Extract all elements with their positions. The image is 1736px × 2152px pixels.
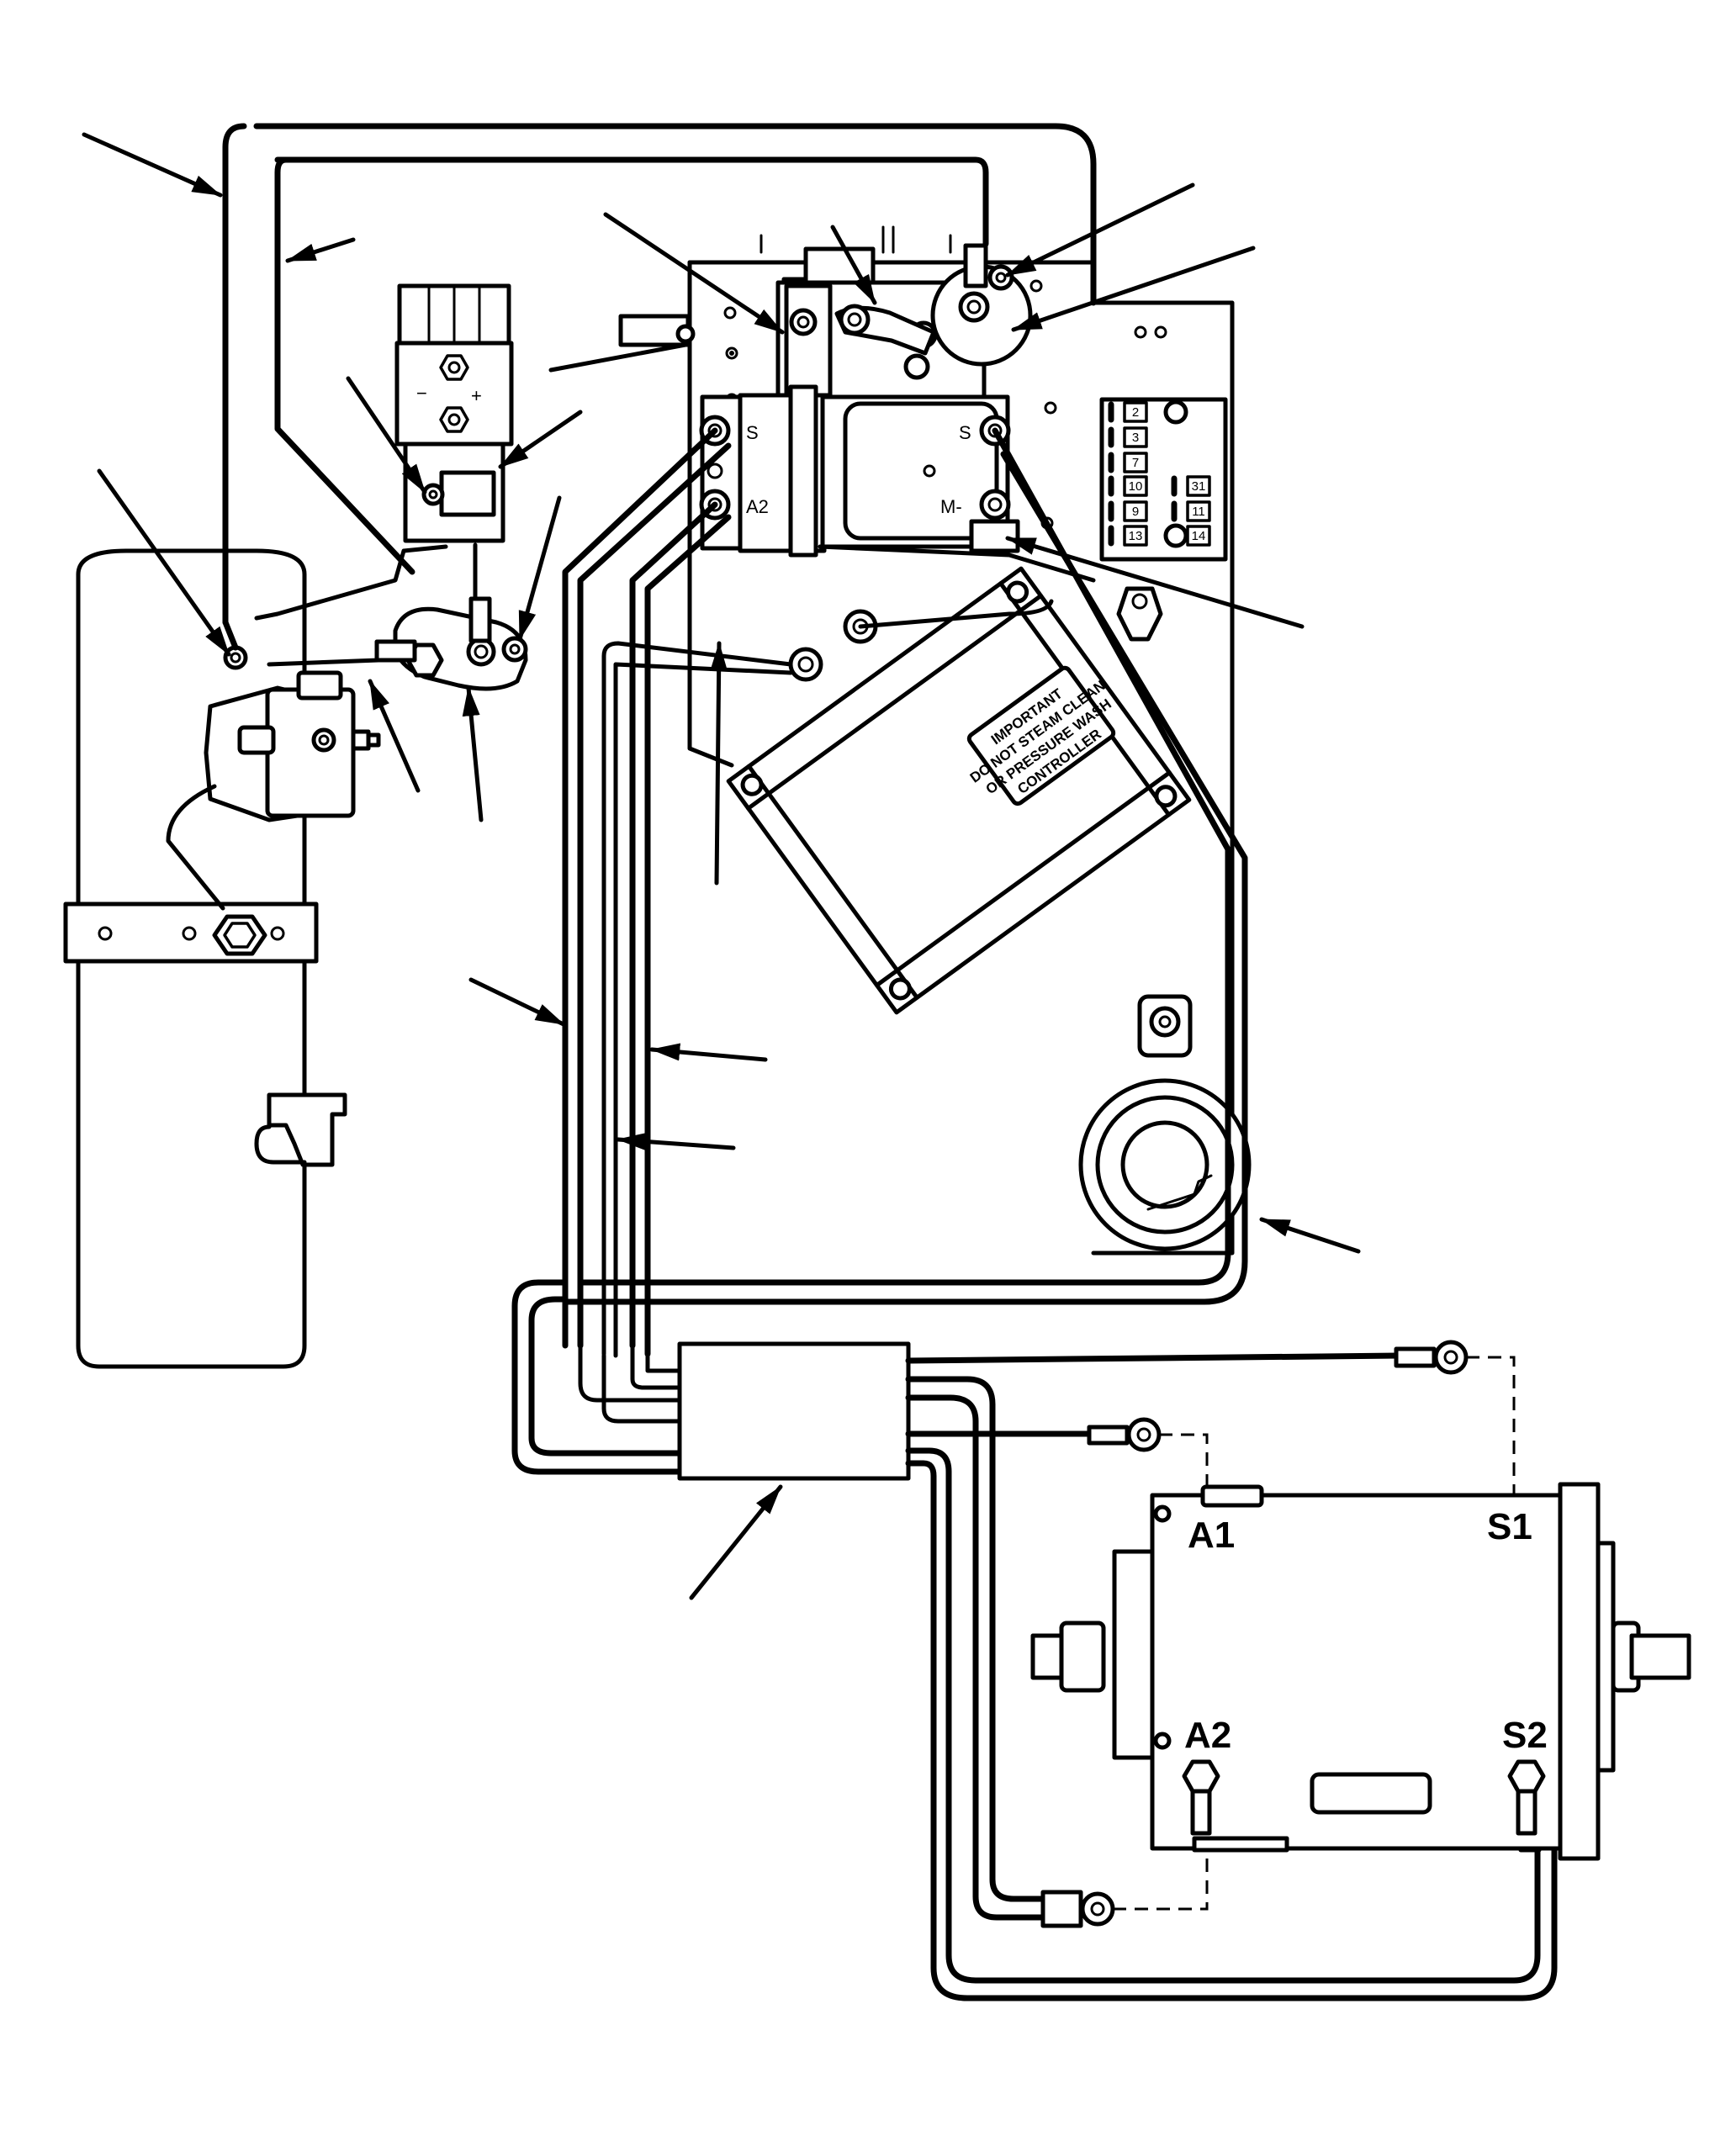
- terminal-strip-label: 14: [1192, 529, 1206, 543]
- callout-arrows: [82, 132, 1361, 1600]
- controller-housing: [726, 566, 1192, 1015]
- pump-motor-terminals: [374, 596, 528, 691]
- hydraulic-reservoir: [63, 548, 347, 1369]
- motor-terminal-a1: A1: [1188, 1515, 1235, 1556]
- terminal-strip-label: 7: [1132, 456, 1139, 470]
- contactor-m-minus: M-: [940, 496, 962, 517]
- terminal-strip-label: 9: [1132, 505, 1139, 519]
- drain-elbow-fitting: [267, 1092, 347, 1167]
- callout-arrow: [710, 641, 728, 886]
- callout-arrow: [689, 1484, 783, 1600]
- terminal-strip-label: 11: [1192, 505, 1205, 519]
- callout-arrow: [285, 237, 356, 263]
- callout-arrow: [1011, 246, 1256, 332]
- terminal-strip-label: 31: [1192, 479, 1206, 494]
- terminal-strip-label-box: [1123, 525, 1148, 547]
- pump-valve-assembly: [166, 645, 381, 911]
- callout-arrow: [82, 132, 223, 198]
- callout-arrow: [603, 212, 785, 335]
- horn: [1078, 994, 1252, 1251]
- callout-arrow: [468, 977, 566, 1027]
- terminal-strip-label: 13: [1129, 529, 1143, 543]
- callout-arrow: [517, 495, 562, 642]
- motor-cables: [905, 1352, 1558, 2001]
- terminal-strip-label-box: [1123, 500, 1148, 522]
- callout-arrow: [548, 342, 688, 373]
- callout-arrow: [462, 685, 484, 822]
- callout-arrow: [830, 225, 877, 305]
- motor-terminal-s1: S1: [1487, 1506, 1532, 1547]
- traction-motor: A1 S1 A2 S2: [1030, 1482, 1691, 1861]
- terminal-strip-label-box: [1186, 475, 1211, 497]
- motor-controller: IMPORTANT DO NOT STEAM CLEAN OR PRESSURE…: [726, 566, 1192, 1015]
- terminal-strip-right-column: 31 11 14: [1163, 399, 1211, 548]
- callout-arrow: [1005, 182, 1195, 278]
- warning-decal: [966, 665, 1116, 806]
- terminal-strip-label: 2: [1132, 405, 1139, 420]
- contactor-a2: A2: [746, 496, 769, 517]
- callout-arrow: [1005, 536, 1305, 629]
- contactor-s-left: S: [746, 422, 759, 443]
- callout-arrow: [1259, 1217, 1361, 1254]
- contactor-s-right: S: [959, 422, 971, 443]
- callout-arrow: [649, 1043, 768, 1062]
- harness-junction-block: [677, 1341, 911, 1481]
- terminal-strip-screw: [1163, 523, 1188, 548]
- reservoir-mounting-bracket: [63, 902, 319, 964]
- terminal-strip-left-column: 2 3 7 10 9 13: [1108, 401, 1148, 547]
- terminal-strip-label-box: [1123, 426, 1148, 448]
- pump-solenoid: − +: [394, 283, 514, 543]
- motor-terminal-a2: A2: [1184, 1715, 1231, 1756]
- callout-arrow: [346, 376, 427, 494]
- motor-terminal-s2: S2: [1502, 1715, 1548, 1756]
- upper-contactor: [618, 225, 1043, 537]
- terminal-strip-label: 3: [1132, 431, 1139, 445]
- terminal-strip-screw: [1163, 399, 1188, 425]
- solenoid-plus-label: +: [471, 385, 482, 406]
- callout-arrow: [616, 1132, 736, 1150]
- terminal-strip-label: 10: [1129, 479, 1143, 494]
- terminal-strip-label-box: [1186, 500, 1211, 522]
- callout-arrow: [97, 468, 231, 657]
- terminal-strip-label-box: [1123, 452, 1148, 473]
- terminal-strip-label-box: [1123, 475, 1148, 497]
- callout-arrow: [498, 410, 583, 469]
- solenoid-minus-label: −: [416, 383, 427, 404]
- terminal-strip-label-box: [1123, 401, 1148, 423]
- main-contactors: S S A2 M-: [699, 384, 1020, 558]
- motor-shaft-right: [1629, 1633, 1691, 1680]
- cable-harness: [222, 123, 1248, 1475]
- callout-arrow: [368, 679, 421, 793]
